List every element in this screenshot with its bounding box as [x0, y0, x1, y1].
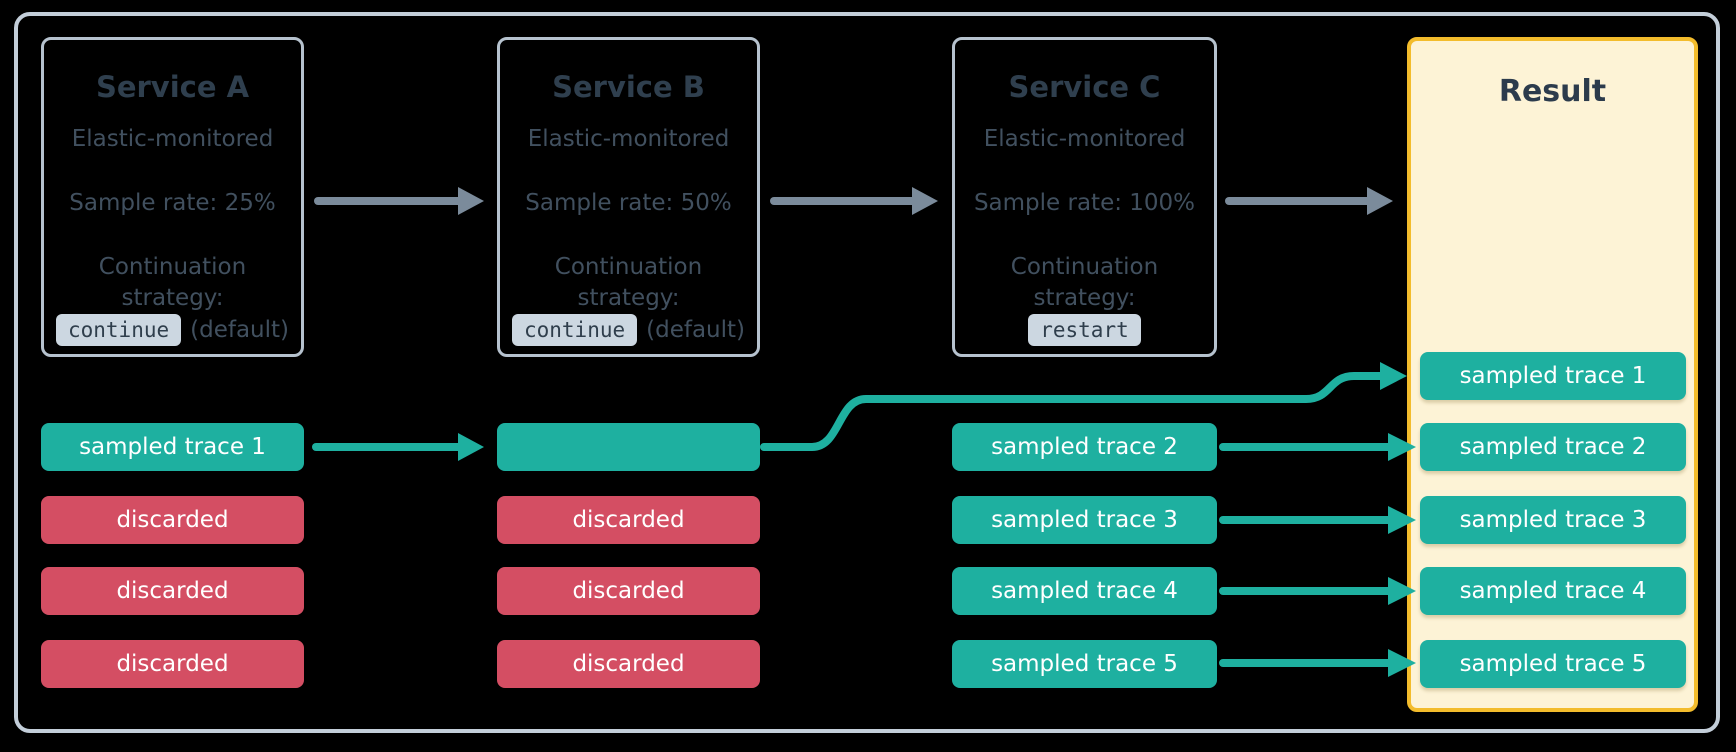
service-c-title: Service C: [1008, 70, 1161, 104]
trace-box-c-sampled-5: sampled trace 5: [952, 640, 1217, 688]
strategy-default-note: (default): [646, 317, 746, 343]
service-c-sample-rate: Sample rate: 100%: [973, 190, 1196, 216]
service-c-monitoring: Elastic-monitored: [983, 126, 1186, 152]
result-row-sampled-5: sampled trace 5: [1420, 640, 1686, 688]
service-a-title: Service A: [95, 70, 250, 104]
strategy-chip: continue: [55, 314, 182, 346]
service-a-box: Service A Elastic-monitored Sample rate:…: [41, 37, 304, 357]
service-b-title: Service B: [552, 70, 705, 104]
trace-box-c-sampled-2: sampled trace 2: [952, 423, 1217, 471]
result-title: Result: [1498, 74, 1607, 109]
trace-box-c-sampled-3: sampled trace 3: [952, 496, 1217, 544]
service-b-box: Service B Elastic-monitored Sample rate:…: [497, 37, 760, 357]
service-a-monitoring: Elastic-monitored: [71, 126, 274, 152]
trace-box-a-discarded-3: discarded: [41, 640, 304, 688]
result-row-sampled-3: sampled trace 3: [1420, 496, 1686, 544]
service-b-strategy-row: continue (default): [500, 312, 757, 348]
service-a-sample-rate: Sample rate: 25%: [69, 190, 276, 216]
trace-box-a-discarded-1: discarded: [41, 496, 304, 544]
continuation-line1: Continuation: [98, 254, 247, 280]
result-row-sampled-1: sampled trace 1: [1420, 352, 1686, 400]
continuation-line1: Continuation: [554, 254, 703, 280]
continuation-line1: Continuation: [1010, 254, 1159, 280]
strategy-default-note: (default): [190, 317, 290, 343]
service-c-strategy-row: restart: [955, 312, 1214, 348]
trace-box-a-sampled-1: sampled trace 1: [41, 423, 304, 471]
service-b-continuation-label: Continuation strategy:: [500, 252, 757, 314]
trace-box-a-discarded-2: discarded: [41, 567, 304, 615]
result-row-sampled-4: sampled trace 4: [1420, 567, 1686, 615]
continuation-line2: strategy:: [577, 285, 680, 311]
service-b-sample-rate: Sample rate: 50%: [525, 190, 732, 216]
service-c-box: Service C Elastic-monitored Sample rate:…: [952, 37, 1217, 357]
trace-box-b-discarded-2: discarded: [497, 567, 760, 615]
service-a-continuation-label: Continuation strategy:: [44, 252, 301, 314]
trace-box-b-discarded-1: discarded: [497, 496, 760, 544]
continuation-line2: strategy:: [121, 285, 224, 311]
trace-box-b-discarded-3: discarded: [497, 640, 760, 688]
service-a-strategy-row: continue (default): [44, 312, 301, 348]
strategy-chip: restart: [1028, 314, 1141, 346]
trace-box-c-sampled-4: sampled trace 4: [952, 567, 1217, 615]
service-c-continuation-label: Continuation strategy:: [955, 252, 1214, 314]
strategy-chip: continue: [511, 314, 638, 346]
continuation-line2: strategy:: [1033, 285, 1136, 311]
outer-frame: [14, 12, 1720, 733]
result-row-sampled-2: sampled trace 2: [1420, 423, 1686, 471]
service-b-monitoring: Elastic-monitored: [527, 126, 730, 152]
trace-box-b-sampled-unlabeled: [497, 423, 760, 471]
